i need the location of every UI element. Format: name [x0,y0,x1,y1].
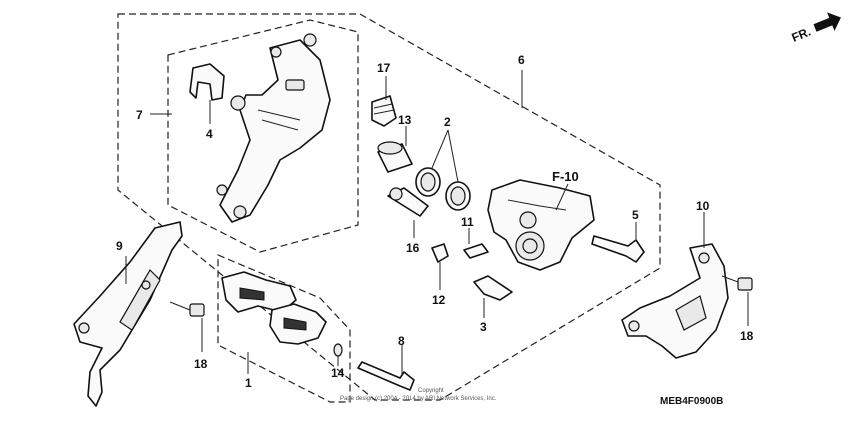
copyright-line1: Copyright [418,388,444,394]
arrow-right-icon [813,12,841,32]
callout-16: 16 [406,241,420,255]
callout-18-left: 18 [194,357,208,371]
mounting-bolt-right [721,275,753,291]
callout-labels: 7 4 9 18 1 8 14 17 13 2 16 11 12 3 6 5 1… [116,53,754,390]
piston-seals [415,167,471,211]
callout-7: 7 [136,108,143,122]
callout-6: 6 [518,53,525,67]
brake-pad-right [269,303,327,345]
leader-lines [125,70,749,374]
caliper-body [487,179,595,271]
copyright-line2: Page design (c) 2004 - 2014 by ARI Netwo… [340,396,497,402]
callout-10: 10 [696,199,710,213]
callout-3: 3 [480,320,487,334]
bleeder-screw [463,243,489,259]
caliper-assembly-boundary [117,13,661,401]
callout-12: 12 [432,293,446,307]
pad-retainer-clip [189,63,225,101]
callout-17: 17 [377,61,391,75]
caliper-piston [377,141,413,173]
callout-2: 2 [444,115,451,129]
pin-clip [333,343,343,357]
callout-14: 14 [331,366,345,380]
bracket-assembly-boundary [167,19,359,253]
pad-spring [473,275,513,301]
pad-pin [357,361,415,391]
caliper-bracket [216,33,331,223]
pad-shim-plate [73,221,183,407]
diagram-code: MEB4F0900B [660,396,723,407]
reference-label: F-10 [552,169,579,184]
callout-4: 4 [206,127,213,141]
callout-13: 13 [398,113,412,127]
callout-11: 11 [461,215,474,229]
caliper-slide-pin [591,235,645,263]
mounting-bolt-left [169,301,205,317]
callout-8: 8 [398,334,405,348]
caliper-pin-bolt [387,187,429,217]
callout-18-right: 18 [740,329,754,343]
front-direction-indicator: FR. [790,12,841,45]
callout-9: 9 [116,239,123,253]
callout-1: 1 [245,376,252,390]
bleeder-cap [431,243,449,263]
callout-5: 5 [632,208,639,222]
direction-label: FR. [790,25,813,45]
caliper-guard [621,243,729,359]
pad-set-boundary [217,254,351,403]
pin-boot [371,95,397,127]
